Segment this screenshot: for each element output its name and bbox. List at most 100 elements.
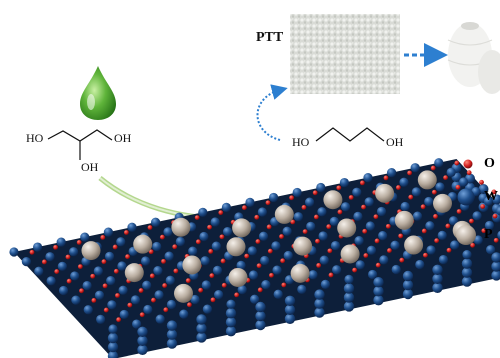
lattice-atom-o (337, 209, 343, 215)
lattice-atom-w (46, 276, 56, 286)
lattice-atom-w (292, 187, 302, 198)
lattice-atom-o (54, 269, 60, 274)
lattice-atom-w (319, 255, 329, 265)
lattice-atom-o (373, 214, 379, 220)
lattice-atom-o (407, 170, 412, 176)
lattice-atom-w (491, 270, 500, 281)
lattice-atom-w (339, 177, 349, 188)
lattice-atom-w (236, 260, 246, 271)
legend-platinum-marker (456, 225, 476, 245)
lattice-atom-o (430, 165, 436, 171)
lattice-atom-o (363, 253, 369, 258)
lattice-atom-w (166, 299, 177, 310)
lattice-atom-o (76, 240, 82, 245)
lattice-atom-w (137, 335, 148, 346)
lattice-atom-o (336, 185, 342, 191)
lattice-atom-o (469, 218, 474, 224)
lattice-atom-o (79, 288, 84, 294)
lattice-atom-w (103, 227, 113, 237)
lattice-atom-o (66, 278, 72, 284)
lattice-atom-w (68, 247, 79, 257)
ptt-label: PTT (256, 30, 284, 45)
lattice-atom-w (56, 237, 66, 247)
lattice-atom-w (426, 245, 436, 255)
lattice-atom-w (118, 285, 128, 295)
lattice-atom-w (93, 266, 103, 276)
lattice-atom-o (266, 224, 272, 230)
lattice-atom-pt (124, 263, 144, 283)
lattice-atom-pt (226, 237, 246, 257)
lattice-atom-pt (81, 241, 101, 261)
lattice-atom-w (200, 256, 210, 266)
lattice-atom-w (152, 241, 162, 252)
lattice-atom-o (112, 244, 118, 250)
lattice-atom-o (481, 228, 487, 234)
glycerol-structure (47, 129, 113, 160)
lattice-atom-o (220, 258, 226, 264)
lattice-atom-o (327, 248, 333, 254)
lattice-atom-o (420, 204, 426, 210)
lattice-atom-w (271, 241, 281, 251)
lattice-atom-o (102, 283, 108, 289)
lattice-atom-o (352, 267, 358, 273)
glycerol-oh-right: OH (114, 131, 132, 145)
propanediol-structure (315, 127, 385, 142)
lattice-atom-w (320, 279, 330, 289)
lattice-atom-w (210, 217, 220, 227)
lattice-atom-w (293, 212, 303, 222)
lattice-atom-w (107, 332, 119, 344)
lattice-atom-w (130, 295, 141, 305)
lattice-atom-pt (404, 235, 424, 255)
curved-arrow-icon (256, 84, 288, 141)
lattice-atom-w (415, 259, 425, 270)
lattice-atom-w (163, 227, 173, 237)
lattice-atom-w (496, 206, 500, 216)
lattice-atom-o (234, 292, 240, 298)
lattice-atom-pt (274, 204, 294, 224)
lattice-atom-w (258, 231, 269, 241)
lattice-atom-w (250, 294, 260, 304)
lattice-atom-w (116, 237, 126, 247)
lattice-atom-o (151, 297, 156, 303)
lattice-atom-o (280, 258, 286, 264)
lattice-atom-w (196, 314, 207, 325)
lattice-atom-pt (340, 244, 360, 264)
lattice-atom-o (383, 175, 389, 181)
lattice-atom-w (127, 222, 137, 232)
lattice-atom-w (119, 309, 129, 320)
lattice-atom-w (318, 231, 328, 241)
lattice-atom-o (431, 189, 437, 195)
propanediol-oh-right: OH (386, 135, 404, 149)
lattice-atom-w (166, 338, 178, 349)
lattice-atom-o (493, 237, 499, 243)
lattice-atom-o (113, 268, 119, 274)
lattice-atom-w (402, 288, 414, 300)
lattice-atom-w (83, 305, 93, 315)
lattice-atom-w (364, 197, 374, 207)
lattice-atom-w (432, 282, 443, 293)
lattice-atom-w (34, 266, 44, 276)
lattice-atom-w (317, 207, 327, 217)
lattice-atom-w (71, 295, 81, 305)
lattice-atom-w (306, 221, 316, 231)
lattice-atom-o (53, 244, 58, 250)
lattice-atom-o (207, 224, 212, 230)
lattice-atom-o (218, 210, 224, 216)
lattice-atom-o (116, 317, 122, 323)
lattice-atom-w (284, 313, 296, 324)
lattice-atom-w (107, 350, 119, 358)
lattice-atom-w (57, 261, 67, 271)
lattice-atom-w (411, 187, 421, 197)
lattice-atom-o (29, 249, 35, 255)
lattice-atom-o (281, 282, 287, 288)
lattice-atom-o (65, 254, 71, 260)
lattice-atom-o (90, 273, 96, 279)
lattice-atom-o (267, 248, 273, 254)
lattice-atom-w (198, 207, 208, 217)
lattice-atom-w (137, 344, 148, 355)
lattice-atom-w (304, 197, 315, 207)
lattice-atom-o (101, 259, 107, 265)
lattice-atom-o (125, 254, 130, 260)
lattice-atom-w (273, 289, 283, 299)
legend-oxygen-marker (463, 159, 473, 169)
